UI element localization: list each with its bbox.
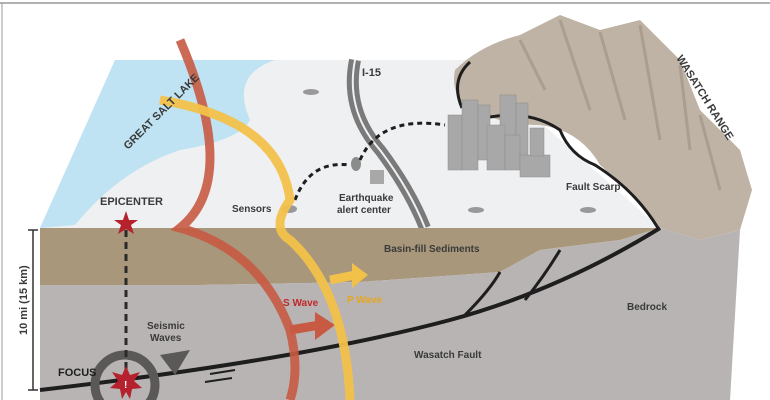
depth-label: 10 mi (15 km) [18, 265, 30, 335]
seismic-wave-arrow [160, 350, 190, 375]
epicenter-star-icon [114, 211, 138, 234]
basin-fill-sediments [40, 228, 660, 285]
seismic-waves-label-1: Seismic [147, 321, 185, 332]
sensors-label: Sensors [232, 204, 272, 215]
alert-center-label-2: alert center [337, 205, 391, 216]
satellite-dish [351, 157, 361, 171]
mountain-ridges [518, 19, 722, 191]
highway-center [351, 59, 426, 229]
s-wave-label: S Wave [283, 298, 319, 309]
bedrock-label: Bedrock [627, 302, 667, 313]
highway-label: I-15 [362, 67, 381, 79]
focus-burst-icon [110, 366, 142, 399]
wasatch-range-mountains [454, 15, 752, 240]
p-wave-arrowhead [352, 263, 368, 288]
alert-center-building [370, 170, 384, 184]
p-wave-label: P Wave [347, 295, 382, 306]
signal-dotted-path [293, 121, 446, 201]
focus-label: FOCUS [58, 367, 97, 379]
secondary-faults [463, 249, 562, 317]
great-salt-lake [40, 60, 275, 228]
wasatch-fault-label: Wasatch Fault [414, 350, 482, 361]
fault-scarp-label: Fault Scarp [566, 182, 620, 193]
focus-exclamation-icon: ! [124, 380, 127, 391]
p-wave-front [159, 95, 355, 400]
s-wave-arrowhead [315, 312, 335, 340]
p-wave-arrow [329, 270, 356, 285]
alert-center-label-1: Earthquake [339, 193, 394, 204]
seismic-waves-label-2: Waves [150, 333, 182, 344]
fault-motion-arrows [204, 369, 236, 383]
s-wave-front [170, 38, 300, 400]
city-buildings [447, 94, 551, 178]
bedrock [40, 228, 740, 400]
sediments-label: Basin-fill Sediments [384, 244, 480, 255]
epicenter-label: EPICENTER [100, 196, 163, 208]
